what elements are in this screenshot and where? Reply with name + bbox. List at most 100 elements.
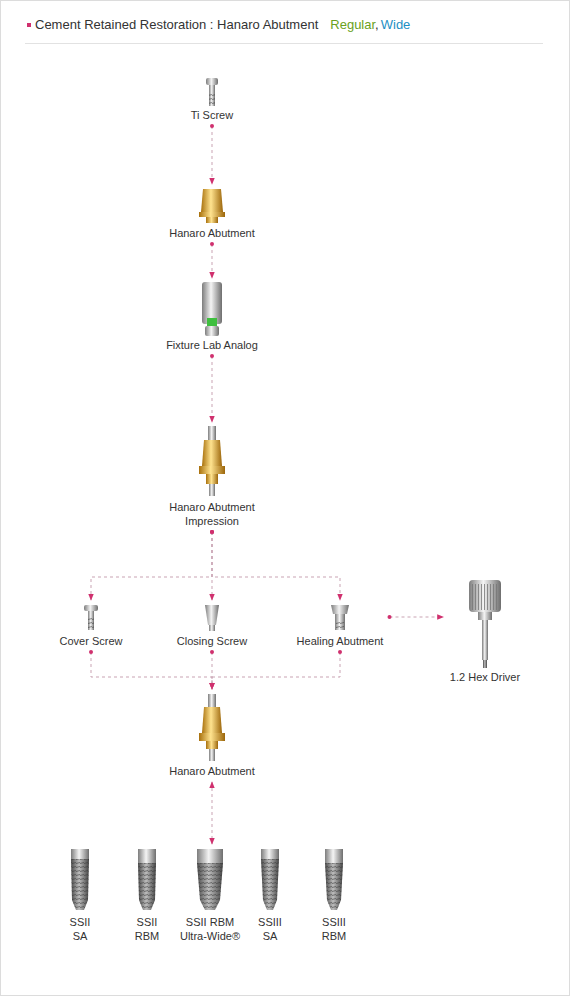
- connector-line: [212, 652, 340, 689]
- part-item: Cover Screw: [57, 602, 126, 648]
- flow-connector: [89, 650, 212, 689]
- icon-shape: [71, 859, 89, 910]
- cover-screw-icon: [84, 605, 98, 630]
- icon-shape: [199, 733, 225, 741]
- icon-shape: [199, 466, 225, 474]
- flow-connector: [388, 615, 444, 619]
- icon-shape: [209, 625, 215, 631]
- part-item: Ti Screw: [188, 76, 237, 122]
- connector-dot: [210, 530, 214, 534]
- abutment-icon: [199, 189, 225, 223]
- flow-connector: [212, 650, 342, 689]
- icon-shape: [201, 189, 223, 212]
- part-item: Hanaro Abutment Impression: [154, 424, 270, 528]
- connector-dot: [89, 650, 93, 654]
- flow-connector: [212, 782, 213, 844]
- icon-shape: [209, 85, 215, 106]
- connector-line: [212, 782, 213, 844]
- icon-shape: [138, 863, 156, 910]
- implant-icon: [197, 849, 223, 910]
- implant-icon: [261, 849, 279, 910]
- part-item: Fixture Lab Analog: [163, 280, 261, 352]
- icon-shape: [71, 849, 89, 859]
- connector-dot: [210, 530, 214, 534]
- icon-shape: [71, 859, 89, 910]
- lab-analog-icon: [202, 282, 222, 336]
- hex-driver-icon: [469, 580, 501, 668]
- icon-shape: [209, 92, 215, 106]
- part-name: SSIII RBM: [316, 915, 352, 943]
- connector-line: [91, 532, 212, 600]
- part-name: Hanaro Abutment: [166, 764, 258, 778]
- flow-connector: [91, 530, 214, 600]
- part-item: 1.2 Hex Driver: [447, 576, 524, 684]
- icon-shape: [88, 617, 94, 630]
- flow-connector: [210, 650, 214, 689]
- flow-connector: [210, 530, 340, 600]
- connector-line: [390, 617, 444, 618]
- part-name: Ti Screw: [188, 108, 237, 122]
- icon-shape: [88, 611, 94, 630]
- implant-icon: [138, 849, 156, 910]
- icon-shape: [208, 426, 216, 440]
- healing-abutment-icon: [331, 605, 349, 630]
- implant-icon: [325, 849, 343, 910]
- flow-connector: [210, 242, 214, 278]
- part-item: SSII SA: [59, 846, 101, 943]
- part-name: Cover Screw: [57, 634, 126, 648]
- icon-shape: [84, 605, 98, 611]
- part-item: SSII RBM: [126, 846, 168, 943]
- part-name: SSII RBM: [129, 915, 165, 943]
- connector-dot: [388, 615, 392, 619]
- icon-shape: [206, 78, 218, 85]
- icon-shape: [199, 212, 225, 217]
- part-name: Hanaro Abutment Impression: [157, 500, 267, 528]
- diagram-title: Cement Retained Restoration : Hanaro Abu…: [35, 16, 410, 34]
- part-name: 1.2 Hex Driver: [447, 670, 524, 684]
- connector-dot: [210, 650, 214, 654]
- title-rule: [25, 43, 543, 44]
- part-item: SSIII SA: [249, 846, 291, 943]
- abutment-icon: [199, 694, 225, 761]
- part-name: Fixture Lab Analog: [163, 338, 261, 352]
- icon-shape: [207, 318, 217, 326]
- title-bullet: [27, 23, 31, 27]
- icon-shape: [206, 741, 218, 749]
- size-label: ,: [375, 17, 379, 32]
- icon-shape: [331, 605, 349, 614]
- connector-line: [91, 652, 212, 689]
- icon-shape: [205, 326, 219, 336]
- icon-shape: [206, 474, 218, 484]
- part-item: SSII RBM Ultra-Wide®: [174, 846, 246, 943]
- icon-shape: [469, 580, 501, 612]
- icon-shape: [206, 217, 218, 223]
- icon-shape: [197, 849, 223, 863]
- icon-shape: [261, 859, 279, 910]
- icon-shape: [138, 863, 156, 910]
- part-item: SSIII RBM: [313, 846, 355, 943]
- icon-shape: [482, 620, 488, 660]
- connector-line: [212, 126, 213, 184]
- part-name: Hanaro Abutment: [166, 226, 258, 240]
- icon-shape: [209, 749, 215, 761]
- part-name: SSIII SA: [252, 915, 288, 943]
- connector-dot: [210, 124, 214, 128]
- icon-shape: [325, 849, 343, 863]
- part-name: Healing Abutment: [294, 634, 387, 648]
- size-label: Regular: [330, 17, 375, 32]
- part-item: Hanaro Abutment: [166, 691, 258, 778]
- icon-shape: [208, 694, 216, 707]
- icon-shape: [335, 614, 345, 630]
- connector-line: [212, 532, 213, 600]
- part-item: Hanaro Abutment: [166, 186, 258, 240]
- flow-connector: [210, 354, 214, 422]
- connector-line: [212, 652, 213, 689]
- connector-line: [212, 244, 213, 278]
- icon-shape: [261, 849, 279, 859]
- part-name: Closing Screw: [174, 634, 251, 648]
- icon-shape: [202, 282, 222, 324]
